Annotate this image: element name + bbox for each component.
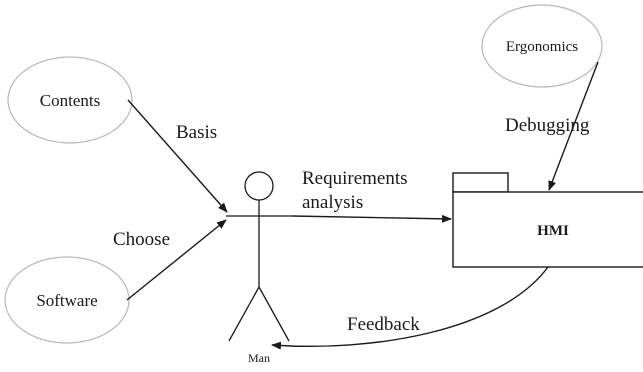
- edge-debugging: Debugging: [505, 61, 599, 191]
- hmi-box: [452, 191, 643, 268]
- man-head: [244, 171, 274, 201]
- edge-feedback: Feedback: [271, 266, 549, 350]
- hmi-node: HMI: [452, 172, 643, 268]
- edge-choose: Choose: [113, 219, 227, 301]
- debugging-label: Debugging: [505, 115, 590, 136]
- ergonomics-node: Ergonomics: [481, 4, 603, 88]
- software-label: Software: [36, 291, 97, 310]
- choose-label: Choose: [113, 229, 170, 250]
- contents-label: Contents: [40, 91, 100, 110]
- hmi-label: HMI: [537, 223, 569, 239]
- feedback-label: Feedback: [347, 314, 420, 335]
- basis-label: Basis: [176, 122, 217, 143]
- edge-basis: Basis: [127, 99, 228, 213]
- hmi-tab: [452, 172, 509, 193]
- contents-node: Contents: [7, 56, 133, 144]
- man-right-leg: [258, 286, 290, 342]
- man-left-leg: [228, 286, 260, 342]
- edge-requirements: Requirements analysis: [291, 168, 452, 223]
- ergonomics-label: Ergonomics: [506, 39, 578, 55]
- man-label: Man: [248, 351, 270, 365]
- software-node: Software: [4, 256, 130, 344]
- man-figure: Man: [226, 171, 292, 365]
- requirements-label-line2: analysis: [302, 192, 363, 213]
- requirements-label-line1: Requirements: [302, 168, 408, 189]
